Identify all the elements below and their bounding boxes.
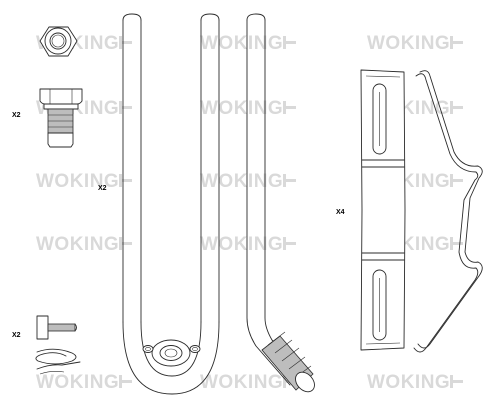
small-pin-quantity: X2 [12,332,21,339]
watermark: WOKING [367,33,463,54]
small-pin [36,315,77,340]
watermark: WOKING [200,171,296,192]
watermark: WOKING [200,33,296,54]
watermark: WOKING [36,234,132,255]
watermark-text: WOKING [36,234,119,255]
anti-rattle-spring [413,70,483,353]
bent-rod [246,13,315,393]
watermark: WOKING [367,372,463,393]
watermark-layer: WOKING WOKING WOKING WOKING WOKING WOKIN… [36,33,463,393]
watermark-text: WOKING [36,171,119,192]
hex-nut [39,26,78,57]
watermark: WOKING [200,234,296,255]
watermark-text: WOKING [200,372,283,393]
watermark-text: WOKING [36,372,119,393]
watermark: WOKING [36,171,132,192]
watermark-text: WOKING [367,372,450,393]
guide-pin-quantity: X2 [98,185,107,192]
watermark-text: WOKING [200,234,283,255]
watermark-text: WOKING [200,98,283,119]
watermark-text: WOKING [367,33,450,54]
bolt-quantity: X2 [12,112,21,119]
watermark: WOKING [200,98,296,119]
retaining-plate [360,69,406,351]
watermark: WOKING [36,372,132,393]
spring-clip [35,348,81,375]
hex-bolt [39,88,83,148]
guide-bracket [122,13,220,395]
clip-quantity: X4 [336,209,345,216]
watermark-text: WOKING [200,171,283,192]
watermark-text: WOKING [200,33,283,54]
